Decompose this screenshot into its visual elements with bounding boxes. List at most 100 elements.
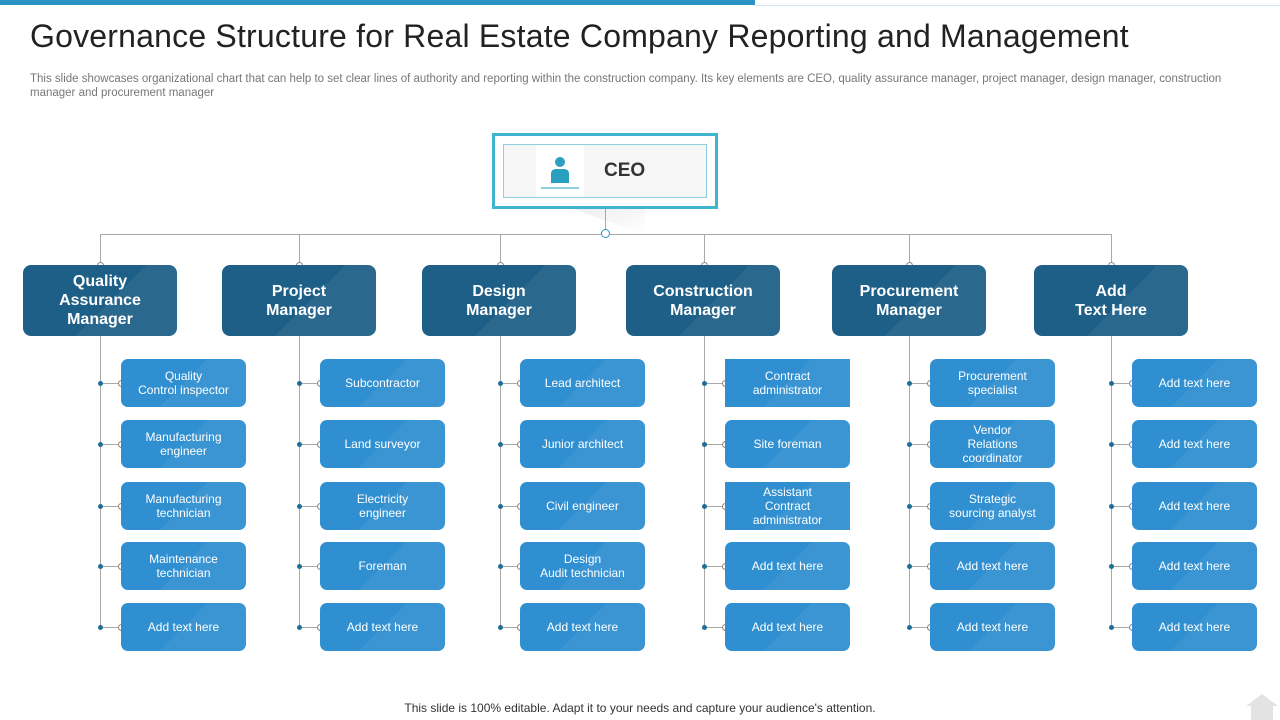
item-branch-line bbox=[909, 566, 930, 567]
role-box[interactable]: Contract administrator bbox=[725, 359, 850, 407]
manager-drop-line bbox=[704, 234, 705, 265]
ceo-node[interactable]: CEO bbox=[492, 133, 718, 209]
role-label: Add text here bbox=[956, 620, 1029, 634]
item-branch-dot bbox=[907, 442, 912, 447]
role-label: Site foreman bbox=[753, 437, 822, 451]
manager-label: Add Text Here bbox=[1075, 282, 1147, 319]
role-box[interactable]: Add text here bbox=[725, 542, 850, 590]
role-label: Manufacturing engineer bbox=[145, 430, 222, 458]
item-branch-dot bbox=[297, 625, 302, 630]
role-box[interactable]: Manufacturing technician bbox=[121, 482, 246, 530]
role-box[interactable]: Add text here bbox=[320, 603, 445, 651]
item-branch-dot bbox=[907, 625, 912, 630]
item-branch-line bbox=[500, 506, 520, 507]
manager-drop-line bbox=[500, 234, 501, 265]
role-label: Add text here bbox=[1158, 559, 1231, 573]
role-box[interactable]: Add text here bbox=[930, 542, 1055, 590]
role-label: Add text here bbox=[1158, 499, 1231, 513]
item-branch-dot bbox=[498, 504, 503, 509]
role-box[interactable]: Add text here bbox=[725, 603, 850, 651]
role-box[interactable]: Lead architect bbox=[520, 359, 645, 407]
manager-box[interactable]: Add Text Here bbox=[1034, 265, 1188, 336]
role-label: Manufacturing technician bbox=[145, 492, 222, 520]
manager-box[interactable]: Design Manager bbox=[422, 265, 576, 336]
role-box[interactable]: Procurement specialist bbox=[930, 359, 1055, 407]
role-label: Design Audit technician bbox=[540, 552, 625, 580]
manager-box[interactable]: Construction Manager bbox=[626, 265, 780, 336]
role-box[interactable]: Add text here bbox=[1132, 603, 1257, 651]
role-label: Subcontractor bbox=[345, 376, 420, 390]
item-branch-dot bbox=[1109, 442, 1114, 447]
item-branch-dot bbox=[297, 381, 302, 386]
role-label: Add text here bbox=[1158, 376, 1231, 390]
role-box[interactable]: Strategic sourcing analyst bbox=[930, 482, 1055, 530]
item-branch-dot bbox=[1109, 504, 1114, 509]
role-label: Add text here bbox=[1158, 620, 1231, 634]
role-box[interactable]: Maintenance technician bbox=[121, 542, 246, 590]
item-branch-dot bbox=[907, 564, 912, 569]
role-box[interactable]: Add text here bbox=[520, 603, 645, 651]
role-box[interactable]: Land surveyor bbox=[320, 420, 445, 468]
item-branch-line bbox=[100, 383, 121, 384]
manager-label: Project Manager bbox=[266, 282, 332, 319]
role-box[interactable]: Vendor Relations coordinator bbox=[930, 420, 1055, 468]
role-box[interactable]: Civil engineer bbox=[520, 482, 645, 530]
role-label: Vendor Relations coordinator bbox=[962, 423, 1023, 465]
person-icon bbox=[536, 145, 584, 197]
role-label: Add text here bbox=[751, 620, 824, 634]
role-box[interactable]: Add text here bbox=[121, 603, 246, 651]
role-label: Land surveyor bbox=[344, 437, 421, 451]
item-branch-line bbox=[909, 383, 930, 384]
item-branch-line bbox=[704, 444, 725, 445]
item-branch-dot bbox=[498, 381, 503, 386]
item-branch-line bbox=[299, 566, 320, 567]
home-icon[interactable] bbox=[1244, 692, 1280, 720]
item-branch-line bbox=[500, 627, 520, 628]
column-trunk-line bbox=[100, 336, 101, 627]
item-branch-line bbox=[299, 627, 320, 628]
column-trunk-line bbox=[909, 336, 910, 627]
item-branch-line bbox=[299, 383, 320, 384]
item-branch-dot bbox=[297, 504, 302, 509]
manager-drop-line bbox=[100, 234, 101, 265]
role-box[interactable]: Design Audit technician bbox=[520, 542, 645, 590]
role-box[interactable]: Site foreman bbox=[725, 420, 850, 468]
role-box[interactable]: Add text here bbox=[1132, 482, 1257, 530]
manager-label: Construction Manager bbox=[653, 282, 753, 319]
item-branch-dot bbox=[907, 504, 912, 509]
role-label: Electricity engineer bbox=[356, 492, 409, 520]
column-trunk-line bbox=[500, 336, 501, 627]
column-trunk-line bbox=[704, 336, 705, 627]
role-box[interactable]: Foreman bbox=[320, 542, 445, 590]
role-box[interactable]: Add text here bbox=[930, 603, 1055, 651]
role-box[interactable]: Quality Control inspector bbox=[121, 359, 246, 407]
role-box[interactable]: Add text here bbox=[1132, 359, 1257, 407]
item-branch-line bbox=[100, 444, 121, 445]
manager-box[interactable]: Procurement Manager bbox=[832, 265, 986, 336]
role-label: Maintenance technician bbox=[149, 552, 218, 580]
role-label: Add text here bbox=[751, 559, 824, 573]
role-label: Lead architect bbox=[544, 376, 621, 390]
item-branch-line bbox=[500, 383, 520, 384]
item-branch-dot bbox=[98, 381, 103, 386]
item-branch-dot bbox=[1109, 564, 1114, 569]
item-branch-line bbox=[299, 444, 320, 445]
role-box[interactable]: Assistant Contract administrator bbox=[725, 482, 850, 530]
role-box[interactable]: Manufacturing engineer bbox=[121, 420, 246, 468]
page-title: Governance Structure for Real Estate Com… bbox=[30, 18, 1129, 54]
role-label: Add text here bbox=[546, 620, 619, 634]
item-branch-line bbox=[1111, 383, 1132, 384]
role-box[interactable]: Subcontractor bbox=[320, 359, 445, 407]
role-box[interactable]: Electricity engineer bbox=[320, 482, 445, 530]
role-label: Strategic sourcing analyst bbox=[949, 492, 1036, 520]
role-box[interactable]: Add text here bbox=[1132, 420, 1257, 468]
ceo-connector bbox=[605, 209, 606, 234]
item-branch-dot bbox=[98, 564, 103, 569]
manager-drop-line bbox=[909, 234, 910, 265]
manager-box[interactable]: Quality Assurance Manager bbox=[23, 265, 177, 336]
role-box[interactable]: Junior architect bbox=[520, 420, 645, 468]
item-branch-line bbox=[1111, 506, 1132, 507]
role-box[interactable]: Add text here bbox=[1132, 542, 1257, 590]
item-branch-dot bbox=[498, 625, 503, 630]
manager-box[interactable]: Project Manager bbox=[222, 265, 376, 336]
